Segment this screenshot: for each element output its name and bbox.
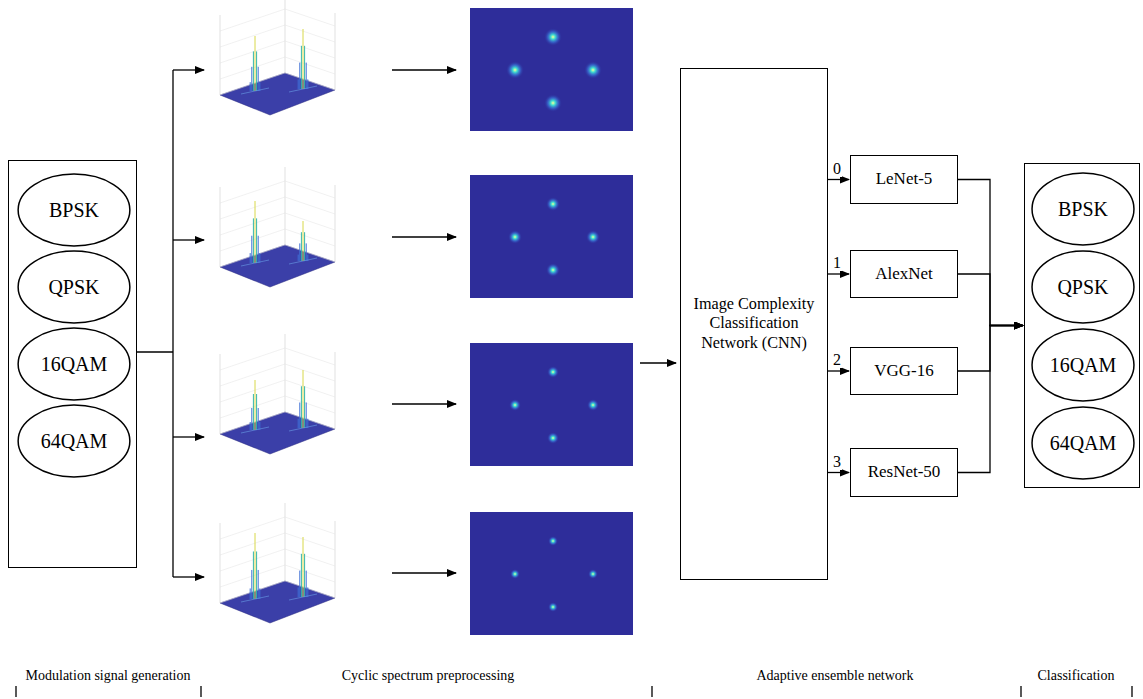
connector-arrow (958, 180, 1023, 326)
node-text: AlexNet (869, 264, 939, 284)
connector-arrow (828, 179, 849, 180)
connector-arrow (828, 273, 849, 274)
stage-label: Cyclic spectrum preprocessing (340, 668, 517, 684)
node-text: BPSK (43, 198, 105, 222)
class-group-box: BPSK QPSK 16QAM 64QAM (1024, 163, 1140, 488)
connector-arrow (958, 326, 1023, 473)
cyclic-spectrum-plot (220, 503, 335, 623)
spectrum-image (470, 512, 633, 635)
spectrum-image (470, 343, 633, 466)
cyclic-spectrum-plot (220, 334, 335, 454)
node-text: Image Complexity Classification Network … (681, 295, 827, 353)
branch-index: 3 (832, 454, 842, 470)
modulation-ellipse: 16QAM (17, 327, 131, 401)
connector-arrow (958, 274, 1023, 326)
node-text: 64QAM (35, 429, 114, 453)
node-text: BPSK (1052, 197, 1114, 221)
modulation-ellipse: QPSK (17, 250, 131, 324)
connector-arrow (828, 370, 849, 371)
model-box: VGG-16 (850, 347, 958, 395)
cyclic-spectrum-plot (220, 0, 335, 115)
modulation-ellipse: QPSK (1031, 250, 1135, 324)
modulation-ellipse: 64QAM (1031, 406, 1135, 480)
branch-index: 0 (832, 161, 842, 177)
node-text: ResNet-50 (862, 462, 947, 482)
signal-group-box: BPSK QPSK 16QAM 64QAM (8, 160, 137, 568)
branch-index: 2 (832, 352, 842, 368)
modulation-ellipse: BPSK (1031, 172, 1135, 246)
modulation-ellipse: 16QAM (1031, 328, 1135, 402)
spectrum-image (470, 175, 633, 298)
stage-label: Modulation signal generation (24, 668, 193, 684)
node-text: 64QAM (1044, 431, 1123, 455)
stage-label: Adaptive ensemble network (754, 668, 915, 684)
node-text: QPSK (42, 275, 105, 299)
model-box: AlexNet (850, 250, 958, 298)
spectrum-image (470, 8, 633, 131)
cnn-box: Image Complexity Classification Network … (680, 68, 828, 580)
node-text: VGG-16 (868, 361, 940, 381)
cyclic-spectrum-plot (220, 167, 335, 287)
connector-arrow (828, 472, 849, 473)
branch-index: 1 (832, 255, 842, 271)
stage-label: Classification (1036, 668, 1117, 684)
node-text: LeNet-5 (870, 169, 939, 189)
node-text: QPSK (1051, 275, 1114, 299)
model-box: LeNet-5 (850, 155, 958, 204)
model-box: ResNet-50 (850, 448, 958, 497)
node-text: 16QAM (35, 352, 114, 376)
modulation-ellipse: BPSK (17, 173, 131, 247)
node-text: 16QAM (1044, 353, 1123, 377)
modulation-ellipse: 64QAM (17, 404, 131, 478)
